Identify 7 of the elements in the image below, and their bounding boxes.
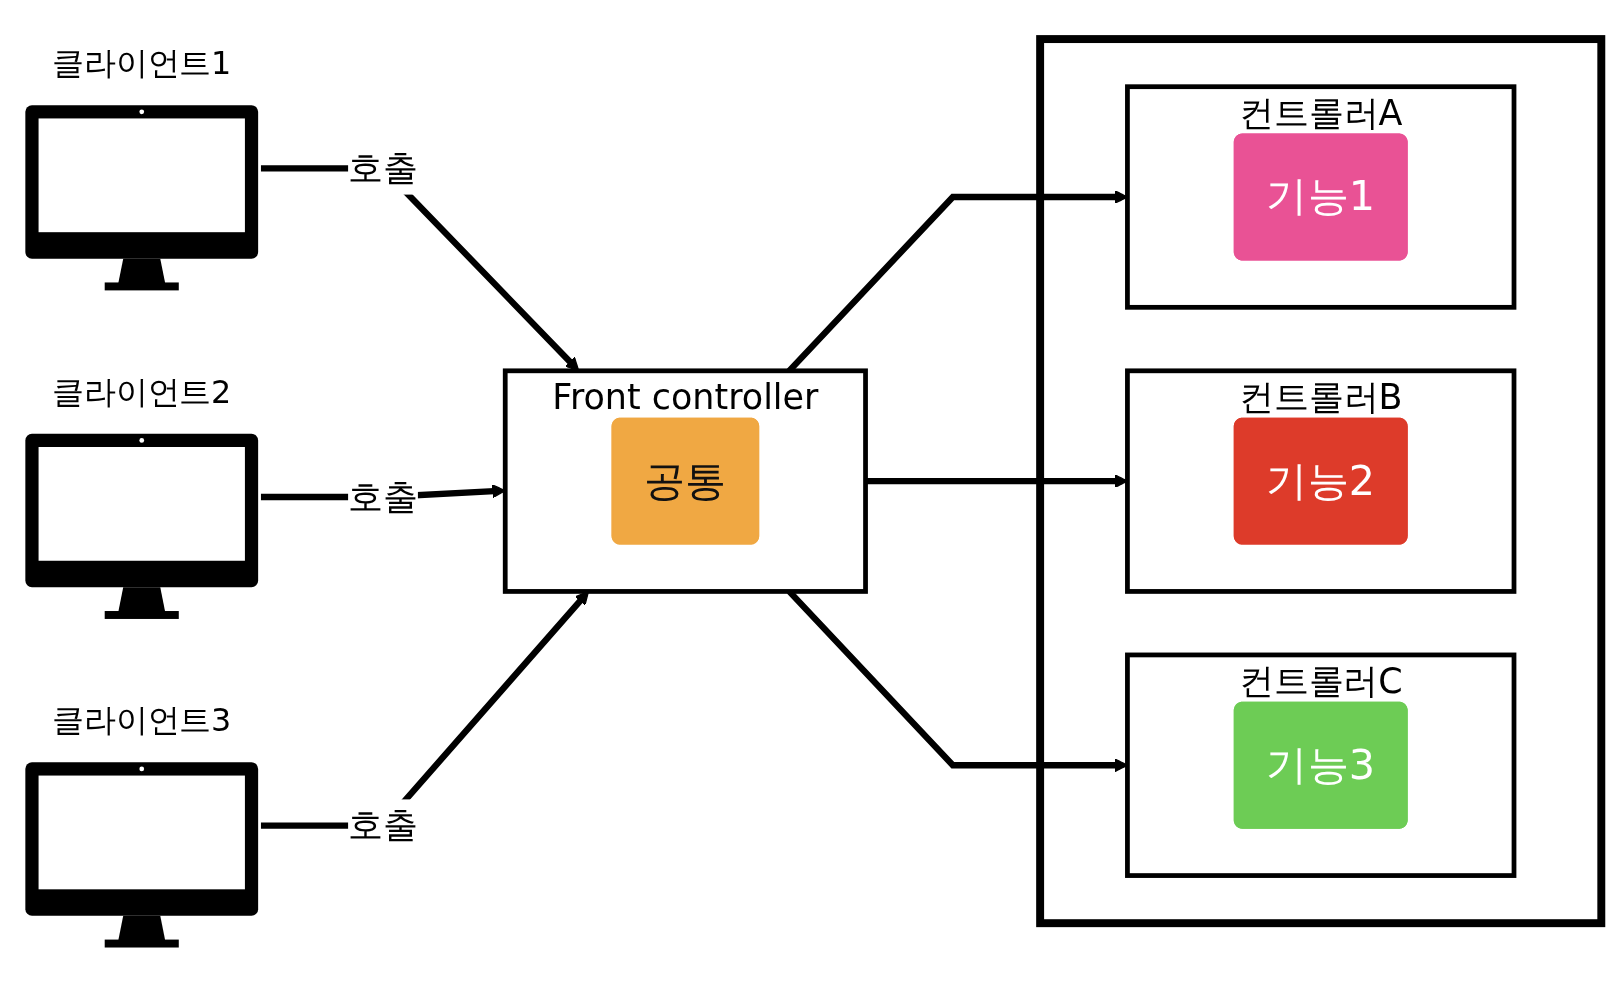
- node-text: 클라이언트3: [52, 700, 232, 740]
- edge-label: 호출: [348, 148, 418, 189]
- node-text: 클라이언트1: [52, 43, 232, 82]
- edge-label: 호출: [348, 477, 418, 517]
- node-text: 클라이언트2: [52, 372, 232, 411]
- cluster: [1036, 35, 1606, 928]
- edge-label: 호출: [348, 805, 418, 846]
